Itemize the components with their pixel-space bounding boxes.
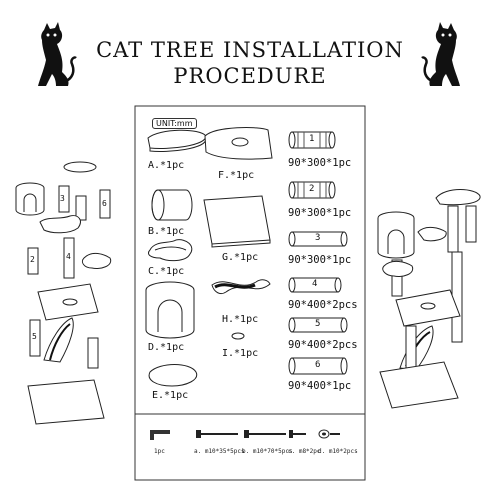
bolt-c-icon [289, 430, 306, 438]
bolt-c-label: c. m8*2pc [288, 448, 321, 455]
rod-2-shape [288, 181, 336, 199]
rod-3-shape [288, 231, 348, 247]
rod-1-number: 1 [309, 134, 315, 144]
tools-group [150, 429, 340, 440]
part-e-shape [148, 364, 198, 387]
part-h-label: H.*1pc [222, 314, 259, 325]
part-a-label: A.*1pc [148, 160, 185, 171]
rod-2-label: 90*300*1pc [288, 207, 352, 219]
bolt-a-label: a. m10*35*5pcs [194, 448, 245, 455]
part-h-shape [211, 279, 271, 295]
exploded-number-5: 5 [32, 332, 37, 341]
part-f-shape [204, 127, 273, 160]
bolt-b-label: b. m10*70*5pcs [242, 448, 293, 455]
allen-wrench-icon [150, 430, 170, 440]
assembled-view [377, 189, 481, 409]
wrench-label: 1pc [154, 448, 165, 455]
rod-6-shape [288, 357, 348, 375]
assembled-condo [377, 211, 415, 259]
part-d-shape [145, 281, 195, 339]
rod-4-number: 4 [312, 279, 318, 289]
rod-5-number: 5 [315, 319, 321, 329]
rod-2-number: 2 [309, 184, 315, 194]
rod-5-label: 90*400*2pcs [288, 339, 358, 351]
part-g-shape [203, 195, 271, 248]
bolt-a-icon [196, 430, 238, 438]
part-b-label: B.*1pc [148, 226, 185, 237]
rod-1-label: 90*300*1pc [288, 157, 352, 169]
exploded-number-3: 3 [60, 194, 65, 203]
unit-label: UNIT:mm [152, 118, 197, 129]
parts-list-frame [134, 105, 366, 481]
rod-4-label: 90*400*2pcs [288, 299, 358, 311]
part-a-shape [147, 129, 207, 152]
exploded-condo [15, 182, 45, 216]
cat-silhouette-left-icon [38, 22, 77, 86]
exploded-number-2: 2 [30, 255, 35, 264]
rod-6-number: 6 [315, 360, 321, 370]
rod-4-shape [288, 277, 342, 293]
part-d-label: D.*1pc [148, 342, 185, 353]
rod-1-shape [288, 131, 336, 149]
title-line-1: CAT TREE INSTALLATION [96, 38, 404, 62]
part-g-label: G.*1pc [222, 252, 259, 263]
part-e-label: E.*1pc [152, 390, 189, 401]
rod-6-label: 90*400*1pc [288, 380, 352, 392]
exploded-number-4: 4 [66, 252, 71, 261]
part-b-shape [151, 189, 193, 221]
part-f-label: F.*1pc [218, 170, 255, 181]
part-i-label: I.*1pc [222, 348, 259, 359]
bolt-b-icon [244, 430, 286, 438]
rod-3-label: 90*300*1pc [288, 254, 352, 266]
nut-d-icon [318, 429, 340, 439]
cat-silhouette-right-icon [421, 22, 460, 86]
exploded-view [15, 161, 112, 425]
rods-group [288, 131, 348, 375]
part-c-shape [147, 239, 193, 262]
part-c-label: C.*1pc [148, 266, 185, 277]
rod-3-number: 3 [315, 233, 321, 243]
nut-d-label: d. m10*2pcs [318, 448, 358, 455]
title-line-2: PROCEDURE [173, 64, 327, 88]
part-i-shape [231, 332, 245, 340]
exploded-number-6: 6 [102, 199, 107, 208]
rod-5-shape [288, 317, 348, 333]
